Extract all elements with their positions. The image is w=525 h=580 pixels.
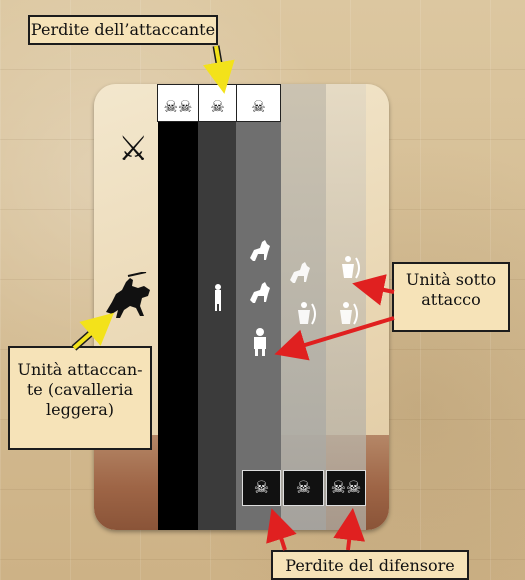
attacker-losses-arrow	[212, 45, 227, 87]
archer-icon	[340, 302, 358, 325]
skull-icon: ☠	[295, 478, 312, 498]
archer-icon	[298, 302, 316, 325]
defender-loss-box-2: ☠	[283, 470, 324, 506]
callout-attacking-unit: Unità attaccan- te (cavalleria leggera)	[8, 346, 152, 450]
column-3	[236, 84, 281, 530]
defender-loss-box-3: ☠☠	[326, 470, 366, 506]
skull-icon: ☠	[251, 97, 266, 116]
skull-icon: ☠☠	[163, 97, 193, 116]
infantry-icon	[254, 328, 266, 356]
column-1	[158, 84, 198, 530]
skull-icon: ☠	[210, 97, 225, 116]
crossed-swords-icon: ⚔	[118, 129, 149, 169]
defender-loss-box-1: ☠	[242, 470, 281, 506]
attacker-loss-box-1: ☠☠	[157, 84, 199, 122]
archer-icon	[342, 256, 360, 279]
cavalry-icon	[106, 272, 150, 318]
skull-icon: ☠☠	[330, 478, 362, 498]
battle-card: ☠☠ ☠ ☠ ⚔	[94, 84, 389, 530]
skull-icon: ☠	[253, 478, 270, 498]
infantry-icon	[215, 284, 221, 311]
callout-units-under-attack: Unità sotto attacco	[392, 262, 510, 332]
attacker-loss-box-3: ☠	[236, 84, 281, 122]
callout-defender-losses: Perdite del difensore	[271, 550, 469, 580]
callout-attacker-losses: Perdite dell’attaccante	[28, 15, 218, 45]
attacker-loss-box-2: ☠	[198, 84, 237, 122]
cavalry-unit-icon	[290, 262, 310, 283]
cavalry-unit-icon	[250, 282, 270, 303]
cavalry-unit-icon	[250, 240, 270, 261]
